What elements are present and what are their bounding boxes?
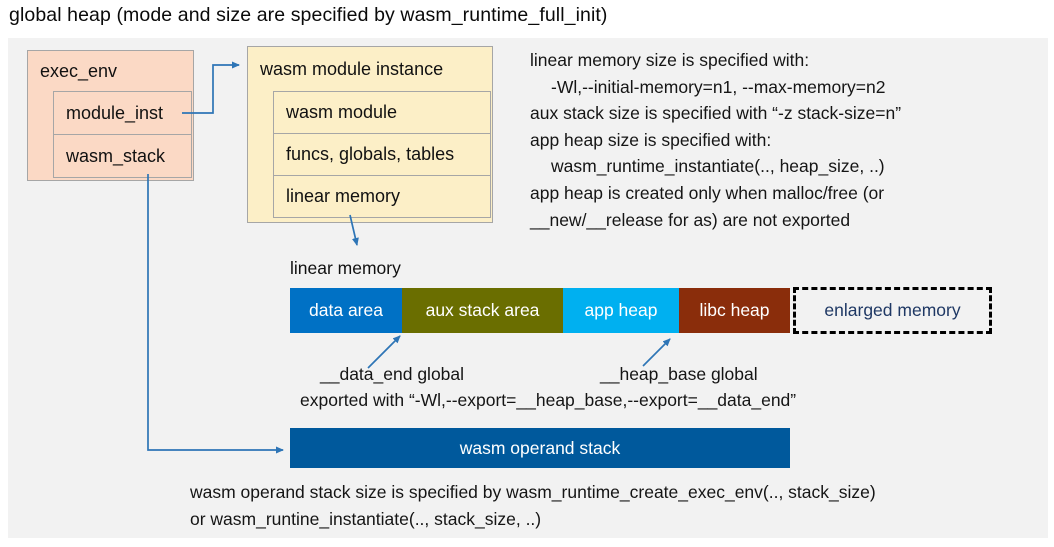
annotation-exported: exported with “-Wl,--export=__heap_base,… <box>300 390 797 410</box>
module-instance-row-linear-memory: linear memory <box>273 175 491 218</box>
annotation-heap-base: __heap_base global <box>600 364 758 384</box>
exec-env-box: exec_env module_inst wasm_stack <box>27 50 194 181</box>
note-line: __new/__release for as) are not exported <box>530 209 851 230</box>
note-line: -Wl,--initial-memory=n1, --max-memory=n2 <box>551 76 886 97</box>
segment-libc-heap: libc heap <box>679 288 790 333</box>
segment-data-area: data area <box>290 288 402 333</box>
caption: wasm operand stack size is specified by … <box>190 479 876 532</box>
note-line: app heap size is specified with: <box>530 129 772 150</box>
segment-app-heap: app heap <box>563 288 679 333</box>
note-line: linear memory size is specified with: <box>530 50 810 70</box>
module-instance-row-funcs-globals-tables: funcs, globals, tables <box>273 133 491 176</box>
notes-right: linear memory size is specified with: -W… <box>530 47 1045 233</box>
note-line: aux stack size is specified with “-z sta… <box>530 103 902 124</box>
module-instance-box: wasm module instance wasm module funcs, … <box>247 46 493 223</box>
exec-env-row-module-inst: module_inst <box>53 91 192 135</box>
operand-stack-box: wasm operand stack <box>290 428 790 468</box>
segment-aux-stack-area: aux stack area <box>402 288 563 333</box>
caption-line: or wasm_runtine_instantiate(.., stack_si… <box>190 508 542 529</box>
annotation-data-end: __data_end global <box>320 364 465 384</box>
exec-env-header: exec_env <box>40 60 118 81</box>
exec-env-row-wasm-stack: wasm_stack <box>53 134 192 178</box>
segment-enlarged-memory: enlarged memory <box>793 287 992 334</box>
page-title: global heap (mode and size are specified… <box>9 4 608 26</box>
module-instance-row-wasm-module: wasm module <box>273 91 491 134</box>
linear-memory-label: linear memory <box>290 258 401 278</box>
module-instance-header: wasm module instance <box>260 58 444 79</box>
note-line: wasm_runtime_instantiate(.., heap_size, … <box>551 156 885 177</box>
note-line: app heap is created only when malloc/fre… <box>530 182 885 203</box>
caption-line: wasm operand stack size is specified by … <box>190 482 876 502</box>
